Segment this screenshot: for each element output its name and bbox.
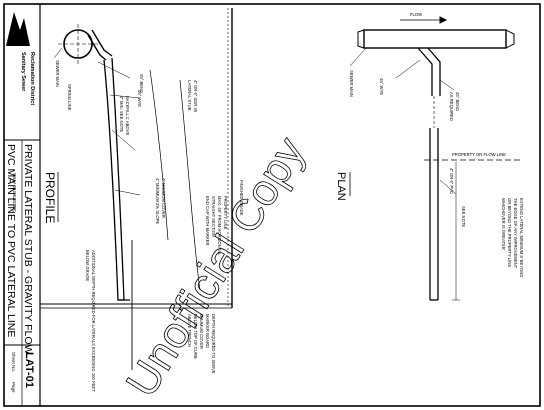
note-end-cap: END CAP WITH MARKER: [205, 196, 210, 245]
lateral-pipe-plan: [429, 128, 439, 300]
note-min-cover: 4" MINIMUM COVER: [161, 178, 166, 218]
note-flow: FLOW: [410, 12, 422, 17]
profile-view: [40, 8, 233, 370]
note-depth-required: DEPTH REQUIRED TO SERVE: [211, 314, 216, 374]
note-max-45: MAX. 45° FROM HORIZONTAL: [217, 196, 222, 256]
note-additional-depth: ADDITIONAL DEPTH REQUIRED FOR LATERALS E…: [91, 250, 96, 392]
agency-name-line2: Reclamation District: [29, 52, 35, 105]
note-below-grade: BELOW GRADE: [85, 250, 90, 281]
sheet-border: [3, 3, 541, 407]
note-sdr35: 4" OR 6" SDR 35: [193, 80, 198, 113]
drawing-title-line2: PVC MAIN LINE TO PVC LATERAL LINE: [5, 144, 17, 337]
note-plan-see-note: SEE NOTE: [461, 206, 466, 227]
note-plan-bend: 45° BEND: [455, 92, 460, 111]
lateral-pipe-profile: [103, 57, 125, 301]
note-min-see-note: 4" MIN. SEE NOTE: [119, 96, 124, 132]
profile-annotations: SEWER MAIN SPRING LINE 45° BEND LATERAL …: [55, 60, 244, 392]
note-property-line-profile: PROPERTY LINE: [223, 196, 228, 230]
drawing-number: LAT-01: [23, 352, 35, 388]
note-plan-sewer-main: SEWER MAIN: [349, 70, 354, 97]
note-wye: 45° WYE: [137, 90, 142, 107]
note-finished-grade: FINISHED GRADE: [239, 180, 244, 216]
plan-annotations: FLOW SEWER MAIN 45° WYE 45° BEND AS REQU…: [349, 12, 524, 277]
drawing-title-line1: PRIVATE LATERAL STUB - GRAVITY FLOW: [22, 144, 34, 355]
sheet-value: Page: [11, 382, 16, 393]
sheet-label: Sheet No.: [11, 352, 16, 372]
lateral-bend: [87, 34, 107, 61]
note-plan-wye: 45° WYE: [379, 78, 384, 95]
agency-name-line1: Sanitary Sewer: [20, 52, 26, 92]
profile-title: PROFILE: [43, 172, 57, 223]
note-extend-lateral: EXTEND LATERAL MINIMUM 5' BEYOND: [519, 198, 524, 277]
agency-prefix: Sacramento Area: [12, 173, 18, 212]
note-lateral-stub: LATERAL STUB: [187, 80, 192, 111]
note-bend: 45° BEND: [139, 74, 144, 93]
note-above-trench: ABOVE TRENCH: [187, 314, 192, 347]
note-minimum-cover: MINIMUM COVER: [199, 314, 204, 349]
note-marker-board: MARKER BOARD: [205, 314, 210, 348]
note-pvc: 4" OR 6" PVC: [449, 168, 454, 194]
plan-title: PLAN: [335, 172, 347, 201]
plan-view: [349, 16, 520, 301]
note-backfill: BACKFILL 1' ABOVE: [125, 96, 130, 135]
note-sewer-main: SEWER MAIN: [55, 60, 60, 87]
agency-logo-icon: [6, 12, 30, 46]
note-below-curb: BELOW TOP OF CURB: [193, 314, 198, 359]
title-block: Sacramento Area Sanitary Sewer Reclamati…: [4, 4, 41, 406]
note-whichever: WHICHEVER IS GREATER: [501, 198, 506, 250]
note-spring-line: SPRING LINE: [67, 84, 72, 111]
note-edge-improvement: THE EDGE OF ANY IMPROVEMENT: [513, 198, 518, 269]
sewer-main-plan: [363, 29, 507, 49]
note-beyond-property: OR BEYOND THE PROPERTY LINE: [507, 198, 512, 267]
note-property-flow-line: PROPERTY OR FLOW LINE: [452, 152, 506, 157]
note-as-required: AS REQUIRED: [449, 92, 454, 121]
note-straight-section: STRAIGHT SECTION: [211, 196, 216, 237]
note-slope: 4" MINIMUM 2% SLOPE: [155, 178, 160, 224]
